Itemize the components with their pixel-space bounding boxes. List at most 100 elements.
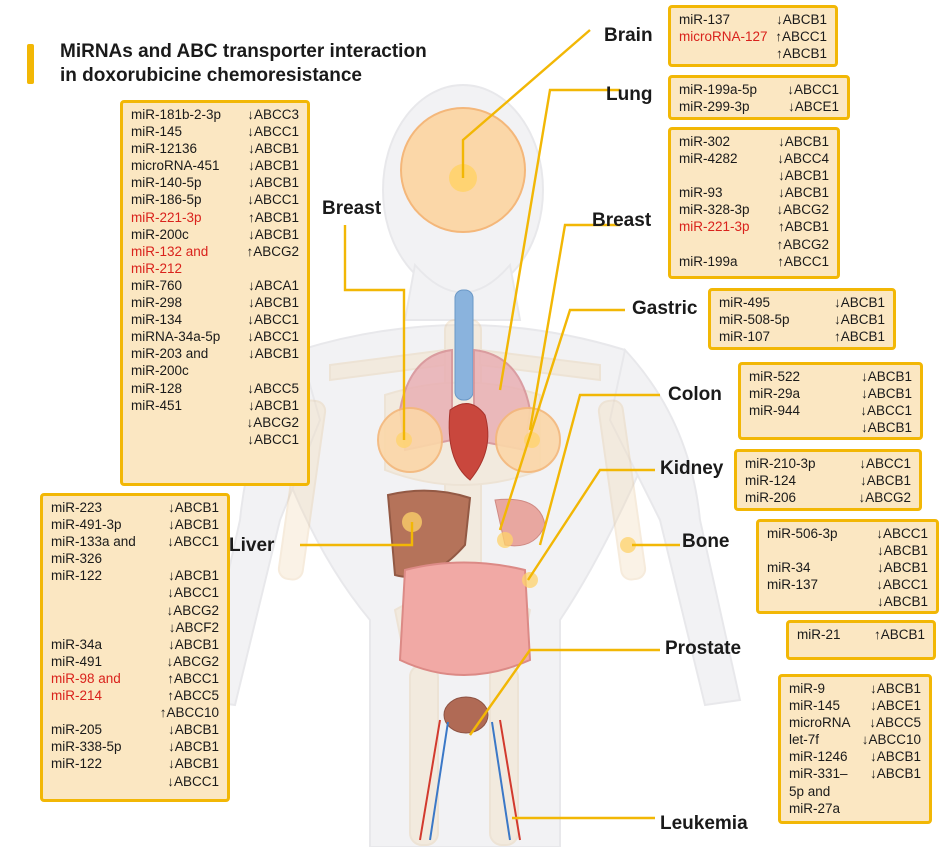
panel-row: miR-140-5p↓ABCB1 [131, 174, 299, 191]
mirna-name: microRNA-127 [679, 29, 768, 45]
panel-row: miR-98 and↑ABCC1 [51, 670, 219, 687]
panel-row: miR-221-3p↑ABCB1 [679, 218, 829, 235]
mirna-name: miR-137 [767, 577, 819, 593]
panel-row: ↓ABCF2 [51, 619, 219, 636]
transporter-effect: ↓ABCA1 [247, 277, 299, 293]
transporter-effect: ↑ABCC1 [167, 670, 219, 686]
mirna-name: miR-506-3p [767, 526, 838, 541]
mirna-name: miR-186-5p [131, 192, 202, 208]
mirna-name: miR-124 [745, 473, 797, 489]
transporter-effect: ↓ABCC1 [787, 82, 839, 97]
mirna-name: miR-299-3p [679, 99, 750, 115]
panel-row: miR-9↓ABCB1 [789, 680, 921, 697]
transporter-effect: ↓ABCC1 [167, 773, 219, 789]
mirna-name: 5p and [789, 783, 831, 799]
panel-row: ↓ABCB1 [679, 167, 829, 184]
transporter-effect: ↓ABCG2 [858, 490, 911, 506]
panel-row: miR-34a↓ABCB1 [51, 636, 219, 653]
transporter-effect: ↓ABCG2 [166, 602, 219, 618]
mirna-name: miR-491-3p [51, 517, 122, 533]
panel-row: microRNA-451↓ABCB1 [131, 157, 299, 174]
label-kidney: Kidney [660, 458, 724, 479]
transporter-effect: ↓ABCB1 [167, 739, 219, 755]
panel-row: miR-200c↓ABCB1 [131, 226, 299, 243]
mirna-name: miR-495 [719, 295, 771, 310]
transporter-effect: ↓ABCB1 [247, 397, 299, 413]
mirna-name: miR-12136 [131, 141, 198, 157]
panel-row: ↓ABCG2 [51, 602, 219, 619]
panel-row: miR-508-5p↓ABCB1 [719, 311, 885, 328]
mirna-name: miR-34 [767, 560, 811, 576]
panel-row: miR-495↓ABCB1 [719, 294, 885, 311]
glows [396, 432, 636, 588]
transporter-effect: ↓ABCB1 [777, 168, 829, 184]
transporter-effect: ↓ABCB1 [869, 749, 921, 765]
transporter-effect: ↓ABCC3 [247, 107, 299, 122]
panel-row: ↑ABCG2 [679, 236, 829, 253]
panel-row: miR-199a-5p ↓ABCC1 [679, 81, 839, 98]
panel-row: miR-1246↓ABCB1 [789, 748, 921, 765]
transporter-effect: ↓ABCB1 [860, 386, 912, 402]
transporter-effect: ↑ABCB1 [777, 219, 829, 235]
label-breast-left: Breast [322, 198, 382, 219]
mirna-name: miR-199a-5p [679, 82, 758, 97]
label-gastric: Gastric [632, 298, 698, 319]
bladder [443, 696, 489, 734]
mirna-name: miR-212 [131, 260, 183, 276]
mirna-name: miR-133a and [51, 534, 136, 550]
panel-row: miR-133a and ↓ABCC1 [51, 533, 219, 550]
panel-row: miR-326 [51, 550, 219, 567]
transporter-effect: ↓ABCC5 [247, 380, 299, 396]
mirna-name: microRNA [789, 715, 851, 731]
mirna-name: miR-328-3p [679, 202, 750, 218]
transporter-effect: ↓ABCB1 [876, 560, 928, 576]
mirna-name: miR-200c [131, 226, 189, 242]
panel-row: ↓ABCC1 [131, 431, 299, 448]
panel-prostate: miR-21↑ABCB1 [786, 620, 936, 660]
title-line-2: in doxorubicine chemoresistance [60, 65, 362, 86]
mirna-name: miR-145 [131, 124, 183, 140]
mirna-name: miR-302 [679, 134, 731, 149]
mirna-name: miR-4282 [679, 151, 738, 167]
mirna-name: microRNA-451 [131, 158, 220, 174]
panel-row: miR-107↑ABCB1 [719, 328, 885, 345]
transporter-effect: ↓ABCC1 [859, 456, 911, 471]
panel-row: miR-12136↓ABCB1 [131, 140, 299, 157]
mirna-name: miR-200c [131, 363, 189, 379]
transporter-effect: ↑ABCG2 [776, 236, 829, 252]
mirna-name: miR-944 [749, 403, 801, 419]
label-colon: Colon [668, 384, 722, 405]
transporter-effect: ↑ABCC1 [777, 253, 829, 269]
transporter-effect: ↓ABCC1 [167, 534, 219, 550]
transporter-effect: ↑ABCB1 [833, 329, 885, 345]
transporter-effect: ↓ABCB1 [859, 473, 911, 489]
panel-row: miR-134↓ABCC1 [131, 311, 299, 328]
panel-row: miR-338-5p↓ABCB1 [51, 738, 219, 755]
mirna-name: miR-214 [51, 688, 103, 704]
transporter-effect: ↓ABCB1 [833, 312, 885, 328]
label-lung: Lung [606, 84, 653, 105]
panel-row: miR-206↓ABCG2 [745, 489, 911, 506]
panel-row: miR-145↓ABCE1 [789, 697, 921, 714]
transporter-effect: ↓ABCC4 [777, 151, 829, 167]
panel-row: miR-137↓ABCC1 [767, 576, 928, 593]
panel-row: ↓ABCC1 [51, 584, 219, 601]
transporter-effect: ↓ABCB1 [777, 185, 829, 201]
panel-row: miR-210-3p↓ABCC1 [745, 455, 911, 472]
panel-row: miR-145↓ABCC1 [131, 123, 299, 140]
label-bone: Bone [682, 531, 730, 552]
mirna-name: miR-145 [789, 698, 841, 714]
transporter-effect: ↓ABCC1 [247, 431, 299, 447]
panel-row: miR-34 ↓ABCB1 [767, 559, 928, 576]
panel-row: miR-298↓ABCB1 [131, 294, 299, 311]
mirna-name: miR-181b-2-3p [131, 107, 222, 122]
transporter-effect: ↓ABCB1 [167, 722, 219, 738]
transporter-effect: ↓ABCB1 [167, 636, 219, 652]
transporter-effect: ↓ABCG2 [776, 202, 829, 218]
